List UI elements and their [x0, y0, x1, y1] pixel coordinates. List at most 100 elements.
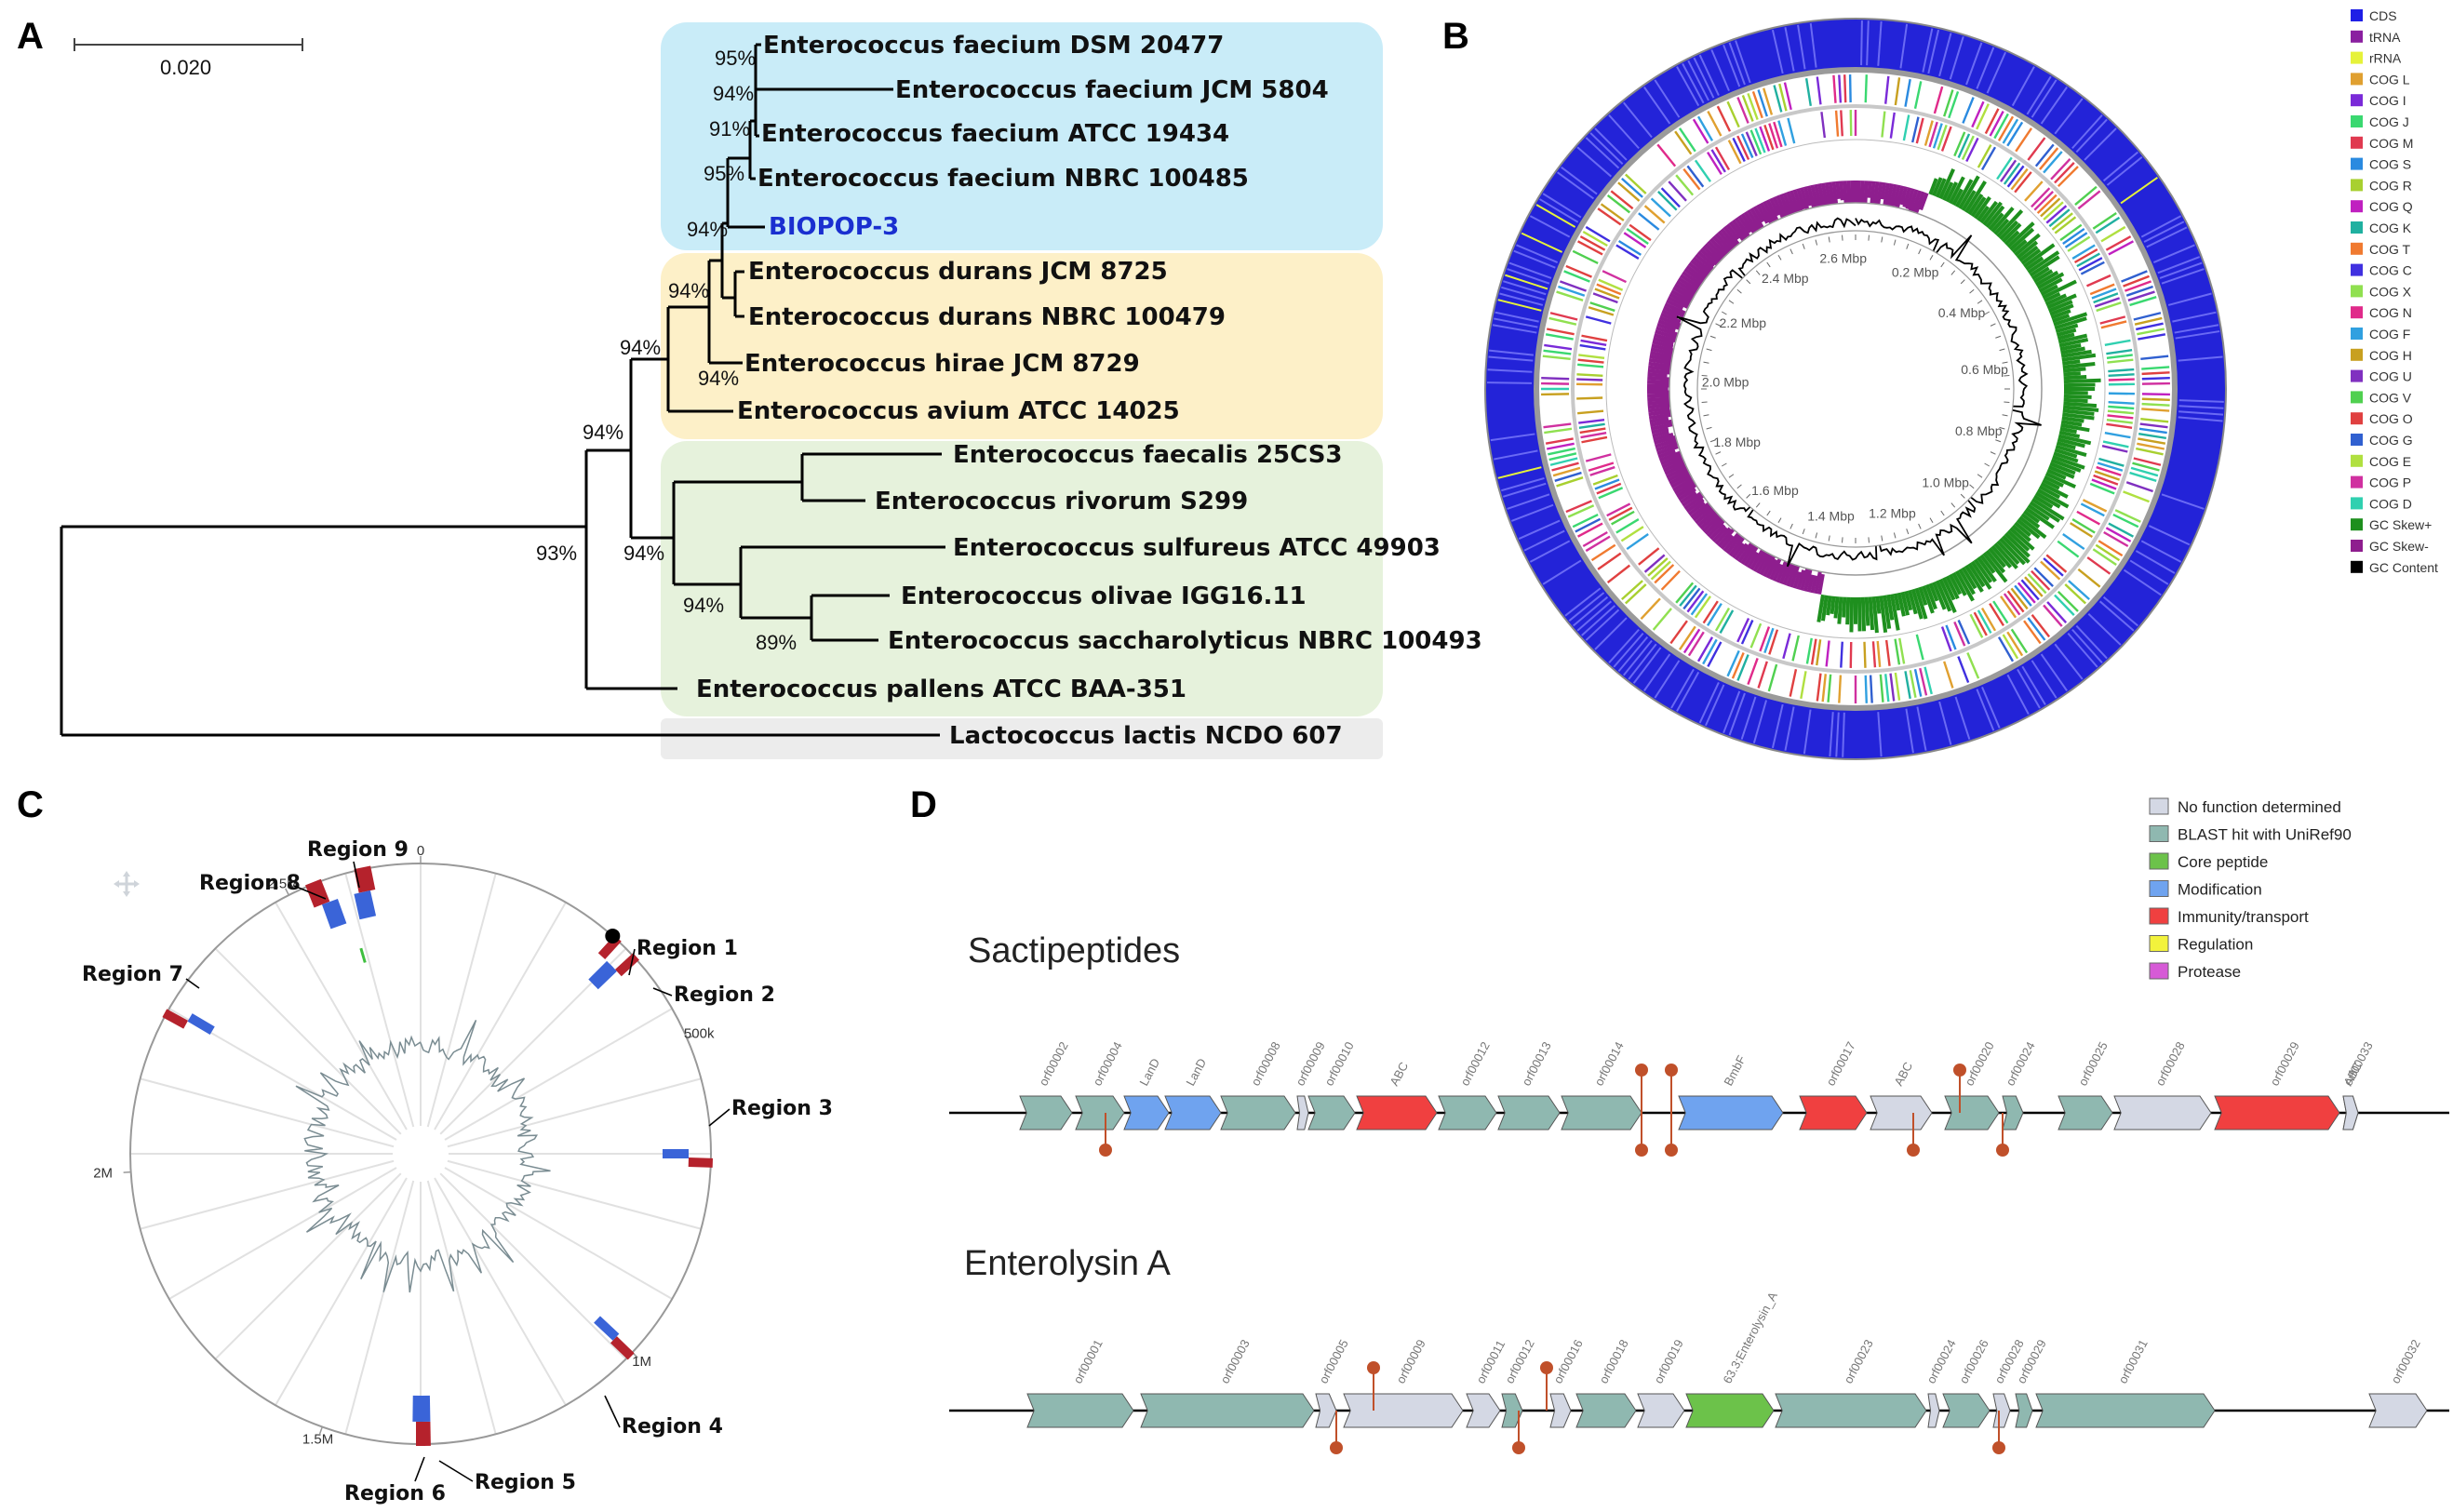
legend-swatch	[2351, 412, 2363, 425]
scale-bar-label: 0.020	[160, 56, 211, 79]
gene-arrow[interactable]	[1501, 1393, 1523, 1428]
gene-arrow[interactable]	[2342, 1095, 2359, 1131]
gene-arrow[interactable]	[1466, 1393, 1501, 1428]
gene-arrow[interactable]	[1019, 1095, 1073, 1131]
genome-axis-tick: 2.5M	[267, 876, 298, 892]
region-label[interactable]: Region 4	[622, 1415, 723, 1438]
gene-arrow[interactable]	[1343, 1393, 1464, 1428]
gene-arrow[interactable]	[1315, 1393, 1337, 1428]
bootstrap-value: 94%	[687, 218, 728, 241]
gene-arrow[interactable]	[2368, 1393, 2428, 1428]
genome-axis-tick: 2M	[93, 1165, 113, 1181]
gene-label: orf00004	[1090, 1039, 1124, 1088]
gene-arrow[interactable]	[2058, 1095, 2113, 1131]
region-bar[interactable]	[615, 953, 639, 977]
region-bar[interactable]	[420, 1395, 431, 1423]
map-tick-label: 1.0 Mbp	[1922, 475, 1969, 489]
taxon-label: Enterococcus faecium NBRC 100485	[757, 165, 1249, 193]
binding-site-marker	[1540, 1361, 1553, 1374]
legend-swatch	[2351, 136, 2363, 149]
taxon-label: Enterococcus faecium DSM 20477	[763, 32, 1224, 60]
bootstrap-value: 94%	[620, 336, 661, 359]
gene-arrow[interactable]	[1356, 1095, 1438, 1131]
region-bar[interactable]	[354, 890, 377, 920]
region-label[interactable]: Region 7	[82, 963, 183, 986]
gene-arrow[interactable]	[1575, 1393, 1637, 1428]
legend-label: GC Skew+	[2369, 517, 2432, 532]
gene-arrow[interactable]	[1927, 1393, 1940, 1428]
gene-arrow[interactable]	[1637, 1393, 1685, 1428]
region-bar[interactable]	[591, 964, 617, 990]
legend-swatch	[2149, 852, 2169, 870]
legend-swatch	[2351, 560, 2363, 573]
region-label[interactable]: Region 2	[674, 983, 775, 1007]
gene-arrow[interactable]	[1307, 1095, 1356, 1131]
gene-label: orf00033	[2340, 1039, 2375, 1088]
panel-letter-a: A	[17, 16, 44, 57]
gene-arrow[interactable]	[1438, 1095, 1497, 1131]
legend-label: Modification	[2178, 881, 2262, 899]
region-bar[interactable]	[594, 1316, 620, 1341]
region-label[interactable]: Region 6	[344, 1482, 446, 1505]
map-tick-label: 0.8 Mbp	[1955, 423, 2003, 438]
gene-arrow[interactable]	[1685, 1393, 1775, 1428]
map-tick-label: 1.6 Mbp	[1751, 483, 1799, 498]
legend-swatch	[2351, 540, 2363, 552]
map-tick-label: 1.4 Mbp	[1807, 508, 1855, 523]
legend-swatch	[2351, 475, 2363, 488]
map-tick-label: 0.4 Mbp	[1938, 305, 1986, 320]
gene-arrow[interactable]	[1549, 1393, 1572, 1428]
legend-swatch	[2351, 51, 2363, 64]
gene-arrow[interactable]	[1561, 1095, 1642, 1131]
region-bar[interactable]	[688, 1157, 714, 1168]
gene-arrow[interactable]	[1775, 1393, 1927, 1428]
legend-swatch	[2351, 369, 2363, 382]
region-bar[interactable]	[162, 1009, 189, 1029]
legend-swatch	[2351, 348, 2363, 361]
gene-label: orf00002	[1036, 1039, 1070, 1088]
region-label[interactable]: Region 9	[307, 838, 409, 862]
region-bar[interactable]	[305, 878, 330, 908]
region-label[interactable]: Region 1	[637, 937, 738, 960]
genome-axis-tick: 1M	[632, 1354, 651, 1370]
gene-arrow[interactable]	[1799, 1095, 1868, 1131]
region-bar[interactable]	[354, 865, 376, 893]
gene-arrow[interactable]	[1026, 1393, 1134, 1428]
gene-arrow[interactable]	[1075, 1095, 1125, 1131]
gene-arrow[interactable]	[1497, 1095, 1561, 1131]
region-bar[interactable]	[321, 898, 347, 930]
gene-arrow[interactable]	[1220, 1095, 1296, 1131]
legend-swatch	[2351, 391, 2363, 404]
gene-arrow[interactable]	[1942, 1393, 1991, 1428]
gene-arrow[interactable]	[2113, 1095, 2212, 1131]
gene-label: orf00013	[1519, 1039, 1553, 1088]
gene-arrow[interactable]	[2015, 1393, 2033, 1428]
gene-arrow[interactable]	[1123, 1095, 1170, 1131]
gene-arrow[interactable]	[1678, 1095, 1784, 1131]
gene-arrow[interactable]	[1992, 1393, 2011, 1428]
legend-swatch	[2351, 497, 2363, 510]
region-bar[interactable]	[610, 1336, 635, 1360]
move-icon[interactable]	[114, 871, 140, 897]
gene-arrow[interactable]	[1164, 1095, 1222, 1131]
gene-arrow[interactable]	[1296, 1095, 1309, 1131]
region-label[interactable]: Region 3	[731, 1097, 833, 1120]
legend-label: COG H	[2369, 348, 2412, 363]
gene-arrow[interactable]	[2002, 1095, 2024, 1131]
gene-arrow[interactable]	[2214, 1095, 2340, 1131]
region-label[interactable]: Region 8	[199, 872, 301, 895]
taxon-label: Enterococcus olivae IGG16.11	[901, 582, 1307, 610]
legend-label: COG S	[2369, 157, 2411, 172]
gene-arrow[interactable]	[1140, 1393, 1315, 1428]
region-bar[interactable]	[187, 1013, 215, 1035]
gene-label: orf00001	[1070, 1337, 1105, 1385]
gene-label: ABC	[1891, 1060, 1915, 1089]
region-label[interactable]: Region 5	[475, 1471, 576, 1494]
genome-axis-tick: 0	[417, 843, 424, 859]
gene-arrow[interactable]	[1944, 1095, 2000, 1131]
gene-arrow[interactable]	[1870, 1095, 1933, 1131]
gene-arrow[interactable]	[2035, 1393, 2216, 1428]
